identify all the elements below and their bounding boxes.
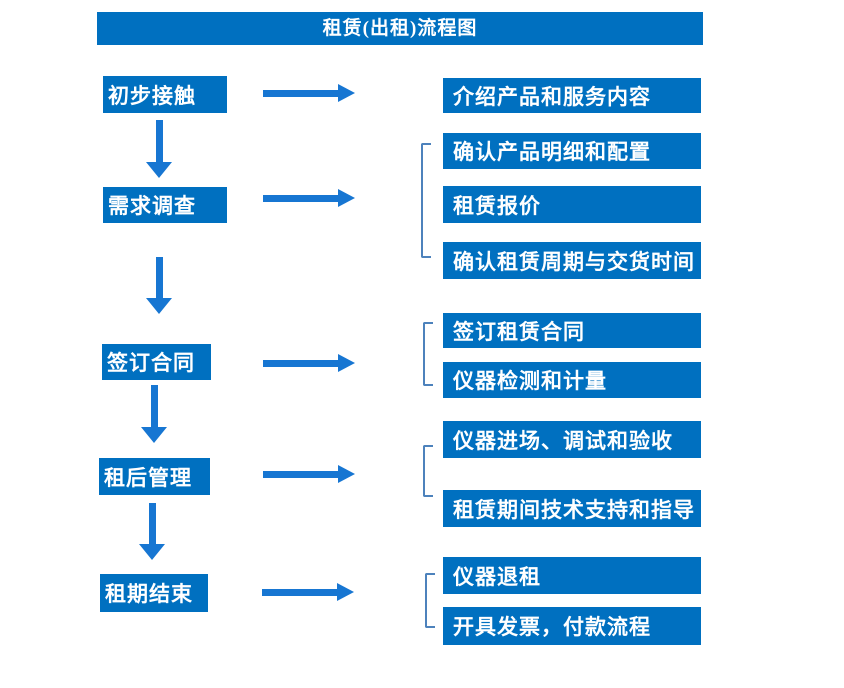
flow-arrow-right-5 — [262, 583, 354, 601]
output-box-instrument-return: 仪器退租 — [443, 557, 701, 594]
output-box-instrument-testing: 仪器检测和计量 — [443, 362, 701, 398]
flow-arrow-down-1 — [146, 120, 172, 178]
output-box-instrument-setup: 仪器进场、调试和验收 — [443, 421, 701, 458]
output-box-rental-quotation: 租赁报价 — [443, 186, 701, 223]
flow-arrow-right-3 — [263, 354, 355, 372]
flow-arrow-down-3 — [141, 385, 167, 443]
flow-title: 租赁(出租)流程图 — [97, 12, 703, 45]
output-box-sign-rental-contract: 签订租赁合同 — [443, 313, 701, 348]
flow-arrow-right-4 — [263, 465, 355, 483]
group-bracket-post-rental — [423, 445, 433, 497]
stage-box-rental-end: 租期结束 — [100, 574, 208, 612]
group-bracket-rental-end — [425, 573, 435, 628]
stage-box-demand-survey: 需求调查 — [103, 187, 227, 223]
group-bracket-sign-contract — [423, 322, 433, 386]
stage-box-post-rental-management: 租后管理 — [99, 458, 210, 495]
flow-arrow-down-2 — [146, 257, 172, 314]
flow-arrow-right-2 — [263, 189, 355, 207]
output-box-confirm-product-config: 确认产品明细和配置 — [443, 133, 701, 169]
output-box-tech-support: 租赁期间技术支持和指导 — [443, 490, 701, 527]
flow-arrow-down-4 — [139, 503, 165, 560]
group-bracket-demand-survey — [421, 143, 431, 258]
output-box-invoice-payment: 开具发票，付款流程 — [443, 607, 701, 645]
output-box-introduce-products: 介绍产品和服务内容 — [443, 78, 701, 113]
output-box-confirm-period-delivery: 确认租赁周期与交货时间 — [443, 242, 701, 279]
stage-box-sign-contract: 签订合同 — [102, 344, 211, 380]
stage-box-initial-contact: 初步接触 — [103, 76, 227, 113]
flow-arrow-right-1 — [263, 84, 355, 102]
